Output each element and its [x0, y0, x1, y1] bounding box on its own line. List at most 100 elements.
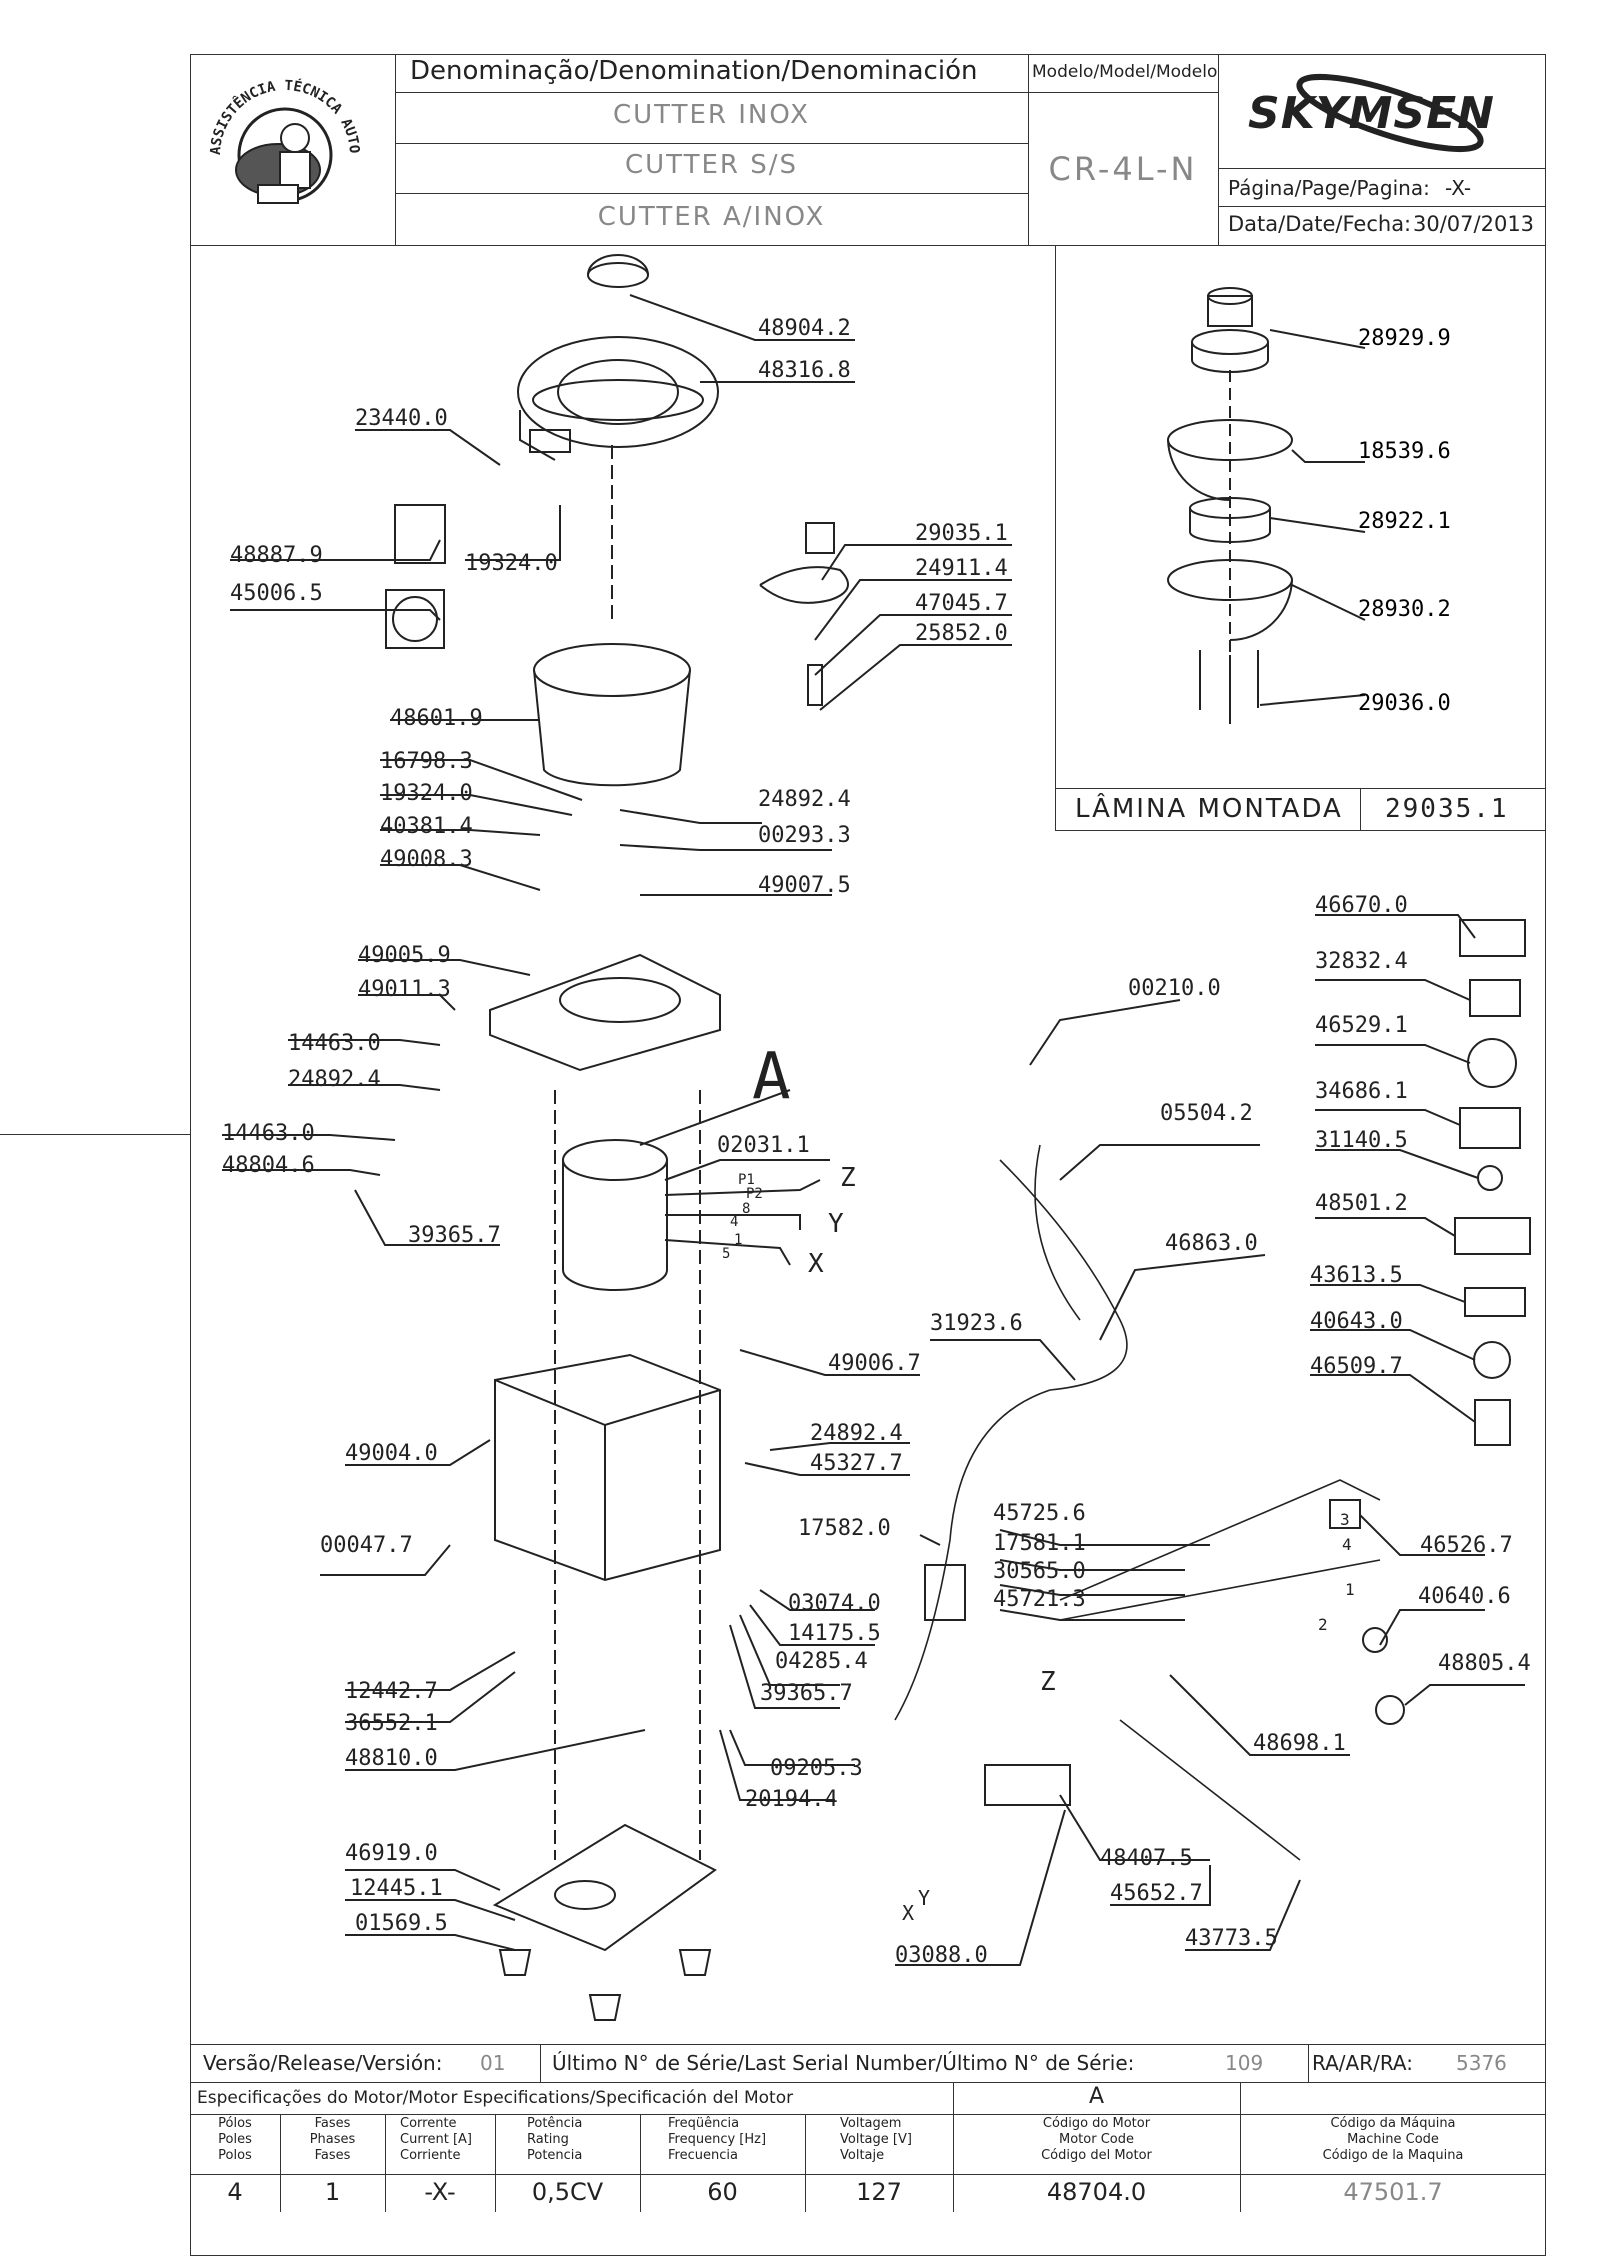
terminal-label: 2: [1318, 1615, 1328, 1634]
spec-value: 60: [707, 2178, 738, 2206]
part-label: 48904.2: [758, 316, 851, 341]
part-label: 49011.3: [358, 977, 451, 1002]
wire-label: 5: [722, 1246, 730, 1262]
part-label: 46863.0: [1165, 1231, 1258, 1256]
part-label: 48887.9: [230, 543, 323, 568]
spec-header: Rating: [527, 2132, 569, 2147]
part-label: 00210.0: [1128, 976, 1221, 1001]
part-label: 40640.6: [1418, 1584, 1511, 1609]
part-label: 48804.6: [222, 1153, 315, 1178]
part-label: 03088.0: [895, 1943, 988, 1968]
spec-header: Machine Code: [1347, 2132, 1439, 2147]
spec-header: Frequency [Hz]: [668, 2132, 767, 2147]
terminal-label: 3: [1340, 1510, 1350, 1529]
date-label: Data/Date/Fecha:: [1228, 212, 1412, 236]
part-label: 39365.7: [760, 1681, 853, 1706]
part-label: 17582.0: [798, 1516, 891, 1541]
part-label: 46670.0: [1315, 893, 1408, 918]
wire-group-label: Y: [918, 1886, 930, 1910]
part-label: 43613.5: [1310, 1263, 1403, 1288]
part-label: 31140.5: [1315, 1128, 1408, 1153]
wire-label: P1: [738, 1172, 755, 1188]
part-label: 48316.8: [758, 358, 851, 383]
part-label: 46529.1: [1315, 1013, 1408, 1038]
part-label: 45006.5: [230, 581, 323, 606]
part-label: 29035.1: [915, 521, 1008, 546]
serial-value: 109: [1225, 2051, 1264, 2075]
part-label: 03074.0: [788, 1591, 881, 1616]
part-label: 40643.0: [1310, 1309, 1403, 1334]
model-label: Modelo/Model/Modelo: [1032, 62, 1218, 82]
spec-header: Potencia: [527, 2148, 583, 2163]
part-label: 48805.4: [1438, 1651, 1531, 1676]
part-label: 45327.7: [810, 1451, 903, 1476]
inset-caption: LÂMINA MONTADA: [1075, 794, 1343, 824]
inset-label-5: 29036.0: [1358, 691, 1451, 716]
part-label: 34686.1: [1315, 1079, 1408, 1104]
part-label: 45652.7: [1110, 1881, 1203, 1906]
terminal-label: 1: [1345, 1580, 1355, 1599]
spec-header: Voltagem: [840, 2116, 902, 2131]
page-value: -X-: [1445, 176, 1472, 200]
spec-value: 48704.0: [1046, 2178, 1147, 2206]
part-label: 05504.2: [1160, 1101, 1253, 1126]
part-label: 49005.9: [358, 943, 451, 968]
fold-mark: [0, 1134, 190, 1135]
date-value: 30/07/2013: [1413, 212, 1535, 236]
part-label: 04285.4: [775, 1649, 868, 1674]
part-label: 40381.4: [380, 814, 473, 839]
wire-label: P2: [746, 1186, 763, 1202]
part-label: 43773.5: [1185, 1926, 1278, 1951]
spec-header: Corriente: [400, 2148, 461, 2163]
blade-exploded-view: 28929.9 18539.6 28922.1 28930.2 29036.0: [1167, 287, 1451, 730]
name-es: CUTTER A/INOX: [597, 202, 826, 232]
motor-ref-letter: A: [752, 1040, 791, 1114]
spec-header: Frecuencia: [668, 2148, 738, 2163]
part-label: 12442.7: [345, 1679, 438, 1704]
spec-header: Fases: [314, 2116, 351, 2131]
part-label: 48810.0: [345, 1746, 438, 1771]
part-label: 36552.1: [345, 1711, 438, 1736]
spec-header: Voltaje: [840, 2148, 885, 2163]
part-label: 49004.0: [345, 1441, 438, 1466]
spec-header: Código de la Maquina: [1322, 2148, 1464, 2163]
brand-swoosh: [1296, 73, 1484, 153]
part-label: 39365.7: [408, 1223, 501, 1248]
spec-value: 0,5CV: [531, 2178, 604, 2206]
serial-label: Último N° de Série/Last Serial Number/Úl…: [552, 2051, 1135, 2075]
ra-label: RA/AR/RA:: [1312, 2051, 1413, 2075]
spec-value: 1: [324, 2178, 341, 2206]
part-label: 45725.6: [993, 1501, 1086, 1526]
part-label: 32832.4: [1315, 949, 1408, 974]
part-label: 12445.1: [350, 1876, 443, 1901]
wire-group-label: Z: [840, 1163, 856, 1193]
spec-header: Motor Code: [1059, 2132, 1134, 2147]
wire-group-label: Z: [1040, 1667, 1056, 1697]
part-label: 49006.7: [828, 1351, 921, 1376]
part-label: 46919.0: [345, 1841, 438, 1866]
spec-value: 4: [227, 2178, 243, 2206]
part-label: 25852.0: [915, 621, 1008, 646]
part-label: 17581.1: [993, 1531, 1086, 1556]
part-label: 24892.4: [288, 1067, 381, 1092]
part-label: 02031.1: [717, 1133, 810, 1158]
spec-header: Código da Máquina: [1330, 2116, 1456, 2131]
inset-label-4: 28930.2: [1358, 597, 1451, 622]
name-pt: CUTTER INOX: [613, 100, 810, 130]
inset-caption-code: 29035.1: [1385, 794, 1509, 824]
inset-label-1: 28929.9: [1358, 326, 1451, 351]
part-label: 01569.5: [355, 1911, 448, 1936]
stamp-logo: ASSISTÊNCIA TÉCNICA AUTORIZADA: [200, 60, 362, 204]
inset-label-3: 28922.1: [1358, 509, 1451, 534]
part-label: 00047.7: [320, 1533, 413, 1558]
part-label: 47045.7: [915, 591, 1008, 616]
spec-header: Fases: [314, 2148, 351, 2163]
part-label: 48407.5: [1100, 1846, 1193, 1871]
spec-header: Current [A]: [400, 2132, 472, 2147]
part-label: 19324.0: [465, 551, 558, 576]
spec-value: -X-: [424, 2178, 456, 2206]
version-label: Versão/Release/Versión:: [203, 2051, 443, 2075]
part-label: 19324.0: [380, 781, 473, 806]
wire-group-label: Y: [828, 1209, 844, 1239]
motor-spec-label: Especificações do Motor/Motor Especifica…: [197, 2088, 794, 2108]
